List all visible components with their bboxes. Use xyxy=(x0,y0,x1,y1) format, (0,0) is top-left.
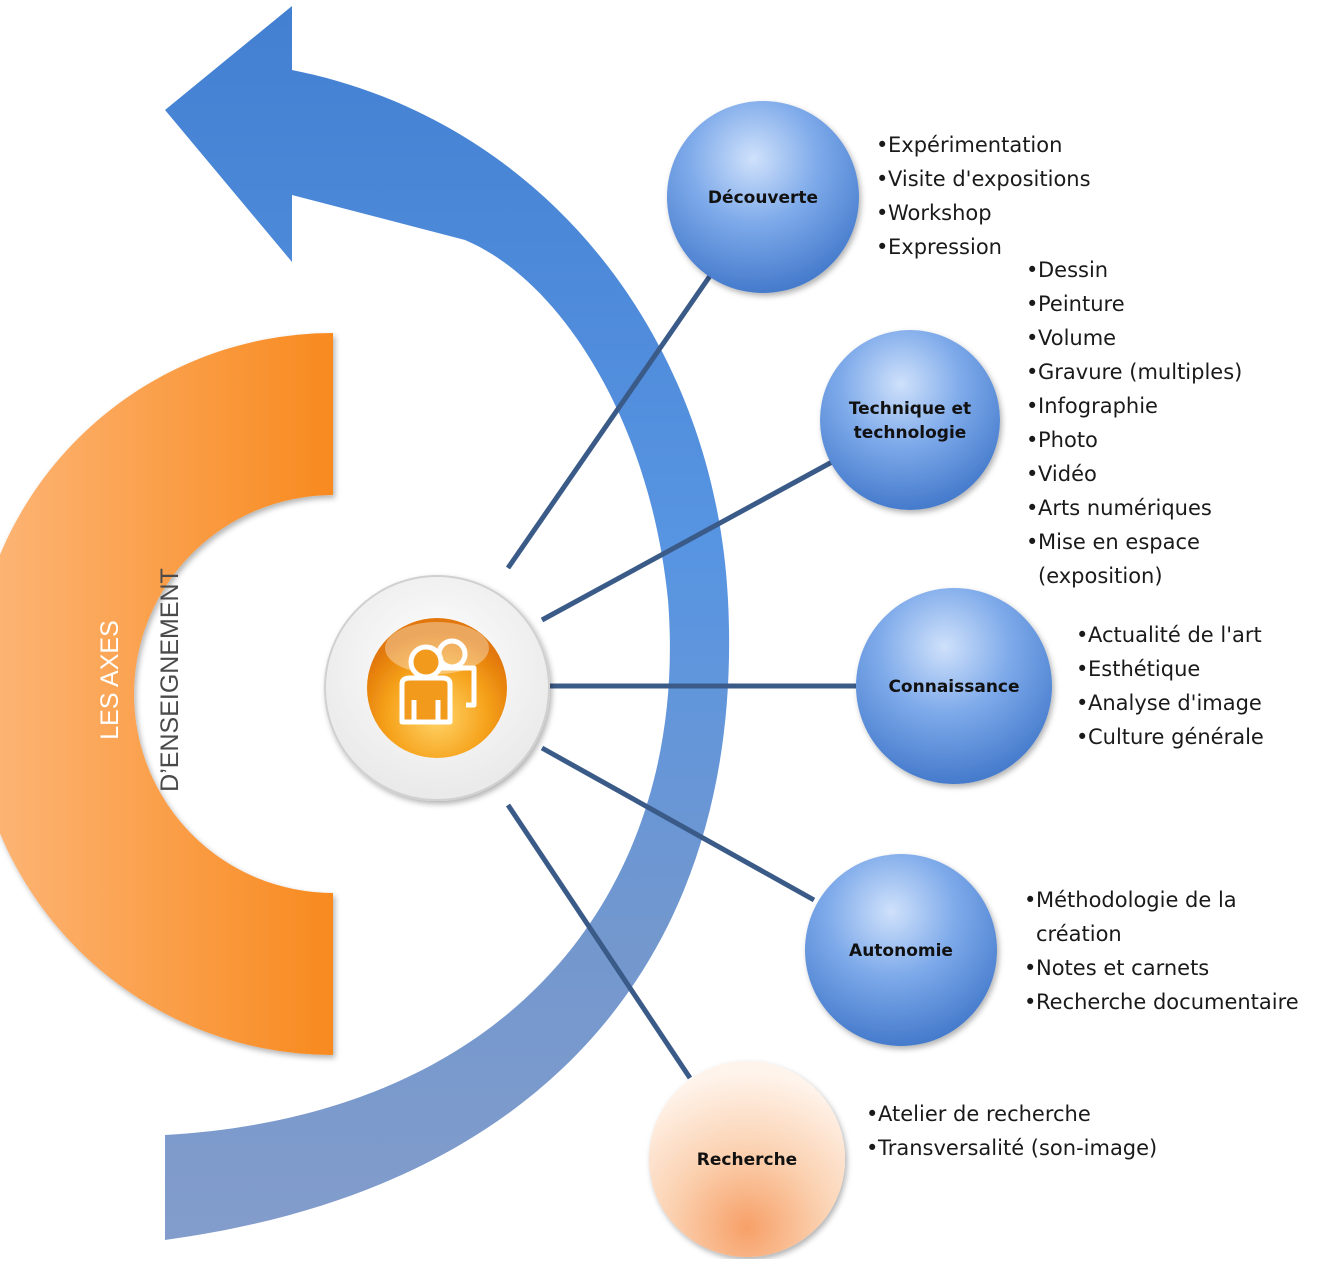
node-label-recherche: Recherche xyxy=(697,1150,797,1170)
bullet-item: Expression xyxy=(876,230,1091,264)
node-recherche: Recherche xyxy=(649,1061,845,1257)
connector-decouverte xyxy=(505,271,715,570)
axes-title-line1: LES AXES xyxy=(96,620,124,740)
people-icon xyxy=(399,638,477,725)
bullet-item: Atelier de recherche xyxy=(866,1097,1157,1131)
bullet-item: Transversalité (son-image) xyxy=(866,1131,1157,1165)
node-circle-recherche xyxy=(649,1061,845,1257)
bullet-item: Gravure (multiples) xyxy=(1026,355,1242,389)
axes-title: LES AXES D’ENSEIGNEMENT xyxy=(96,568,184,792)
bullet-item: Mise en espace(exposition) xyxy=(1026,525,1242,593)
connector-recherche xyxy=(505,803,693,1080)
node-label-decouverte: Découverte xyxy=(708,188,818,208)
node-circle-technique xyxy=(820,330,1000,510)
bullet-item: Workshop xyxy=(876,196,1091,230)
node-connaissance: Connaissance xyxy=(856,588,1052,784)
bullet-item: Esthétique xyxy=(1076,652,1264,686)
bullet-list-decouverte: ExpérimentationVisite d'expositionsWorks… xyxy=(876,128,1091,264)
bullet-item: Infographie xyxy=(1026,389,1242,423)
bullet-item: Vidéo xyxy=(1026,457,1242,491)
node-circle-connaissance xyxy=(856,588,1052,784)
bullet-list-autonomie: Méthodologie de lacréationNotes et carne… xyxy=(1024,883,1299,1019)
bullet-item: Arts numériques xyxy=(1026,491,1242,525)
bullet-item: Photo xyxy=(1026,423,1242,457)
bullet-item: Recherche documentaire xyxy=(1024,985,1299,1019)
bullet-item: Analyse d'image xyxy=(1076,686,1264,720)
connector-autonomie xyxy=(540,745,816,903)
node-label-technique: Technique et xyxy=(849,399,971,419)
node-decouverte: Découverte xyxy=(667,101,859,293)
node-label-autonomie: Autonomie xyxy=(849,941,953,961)
node-autonomie: Autonomie xyxy=(805,854,997,1046)
bullet-item: Culture générale xyxy=(1076,720,1264,754)
node-technique: Technique et technologie xyxy=(820,330,1000,510)
node-label-connaissance: Connaissance xyxy=(888,677,1019,697)
bullet-item: Visite d'expositions xyxy=(876,162,1091,196)
orange-half-ring xyxy=(0,333,333,1055)
connector-technique xyxy=(540,459,834,623)
bullet-item: Actualité de l'art xyxy=(1076,618,1264,652)
axes-title-line2: D’ENSEIGNEMENT xyxy=(156,568,184,792)
bullet-item: Expérimentation xyxy=(876,128,1091,162)
node-circle-autonomie xyxy=(805,854,997,1046)
bullet-item: Peinture xyxy=(1026,287,1242,321)
node-label-technique: technologie xyxy=(854,423,967,443)
bullet-list-recherche: Atelier de rechercheTransversalité (son-… xyxy=(866,1097,1157,1165)
bullet-item: Notes et carnets xyxy=(1024,951,1299,985)
curved-arrow xyxy=(165,6,730,1240)
bullet-item: Volume xyxy=(1026,321,1242,355)
bullet-list-connaissance: Actualité de l'artEsthétiqueAnalyse d'im… xyxy=(1076,618,1264,754)
bullet-item: Dessin xyxy=(1026,253,1242,287)
node-circle-decouverte xyxy=(667,101,859,293)
connector-lines xyxy=(505,271,856,1080)
bullet-list-technique: DessinPeintureVolumeGravure (multiples)I… xyxy=(1026,253,1242,593)
